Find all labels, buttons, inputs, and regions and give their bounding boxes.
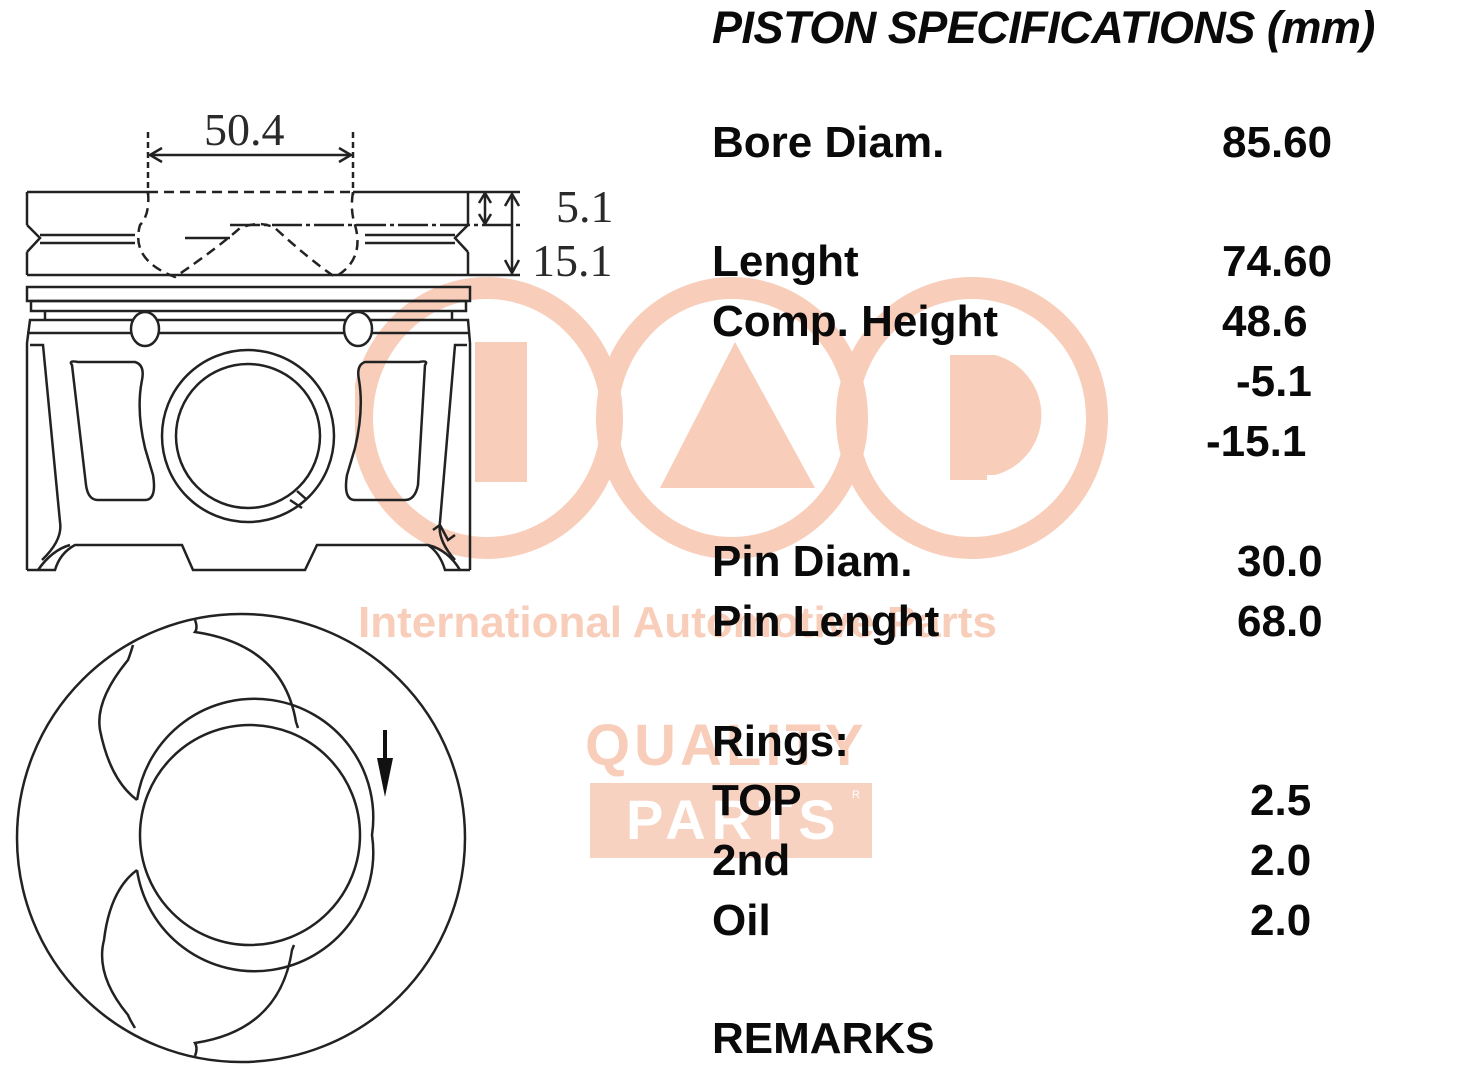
ring-2nd-value: 2.0 — [1250, 836, 1312, 885]
ring-top-value: 2.5 — [1250, 776, 1312, 825]
rings-heading: Rings: — [712, 717, 849, 766]
piston-top-view — [15, 612, 467, 1064]
watermark-tagline: International Automotive Parts — [358, 598, 997, 647]
comp-height-offset-2: -15.1 — [1206, 417, 1307, 466]
bowl-depth-dimension: 5.1 — [556, 181, 614, 232]
registered-mark: R — [852, 789, 860, 801]
comp-height-value: 48.6 — [1222, 297, 1308, 346]
bowl-diameter-dimension: 50.4 — [204, 104, 285, 155]
top-ring-depth-dimension: 15.1 — [532, 235, 613, 286]
pin-diam-value: 30.0 — [1237, 537, 1323, 586]
bore-diam-label: Bore Diam. — [712, 118, 945, 167]
pin-length-value: 68.0 — [1237, 597, 1323, 646]
page-title: PISTON SPECIFICATIONS (mm) — [712, 2, 1375, 53]
arrow-down-icon — [377, 730, 393, 797]
watermark-parts-box: PARTS R — [590, 783, 872, 858]
ring-oil-value: 2.0 — [1250, 896, 1312, 945]
pin-diam-label: Pin Diam. — [712, 537, 913, 586]
watermark-parts: PARTS — [626, 788, 842, 851]
iap-logo-watermark — [355, 277, 1108, 559]
ring-top-label: TOP — [712, 776, 802, 825]
comp-height-offset-1: -5.1 — [1236, 357, 1312, 406]
remarks-label: REMARKS — [712, 1014, 935, 1063]
pin-length-label: Pin Lenght — [712, 597, 940, 646]
ring-oil-label: Oil — [712, 896, 771, 945]
watermark-quality: QUALITY — [585, 713, 868, 778]
length-label: Lenght — [712, 237, 859, 286]
ring-2nd-label: 2nd — [712, 836, 791, 885]
bore-diam-value: 85.60 — [1222, 118, 1333, 167]
length-value: 74.60 — [1222, 237, 1333, 286]
comp-height-label: Comp. Height — [712, 297, 998, 346]
piston-side-view — [25, 132, 521, 572]
